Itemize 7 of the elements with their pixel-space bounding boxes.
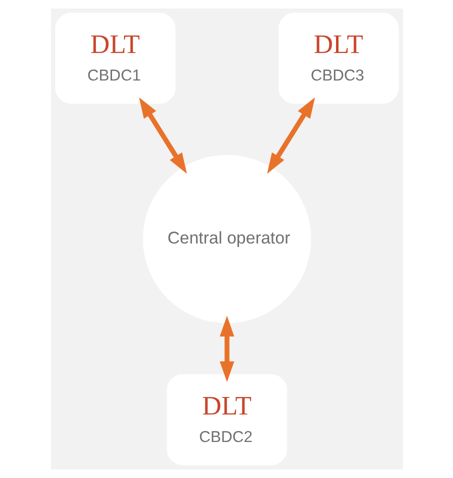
node-circle: Central operator	[142, 154, 311, 324]
arrow	[138, 97, 186, 174]
arrow	[219, 316, 234, 382]
node-box: DLT CBDC2	[166, 374, 287, 466]
arrow	[266, 97, 314, 174]
node-box: DLT CBDC3	[278, 12, 398, 104]
node-box: DLT CBDC1	[54, 12, 175, 104]
